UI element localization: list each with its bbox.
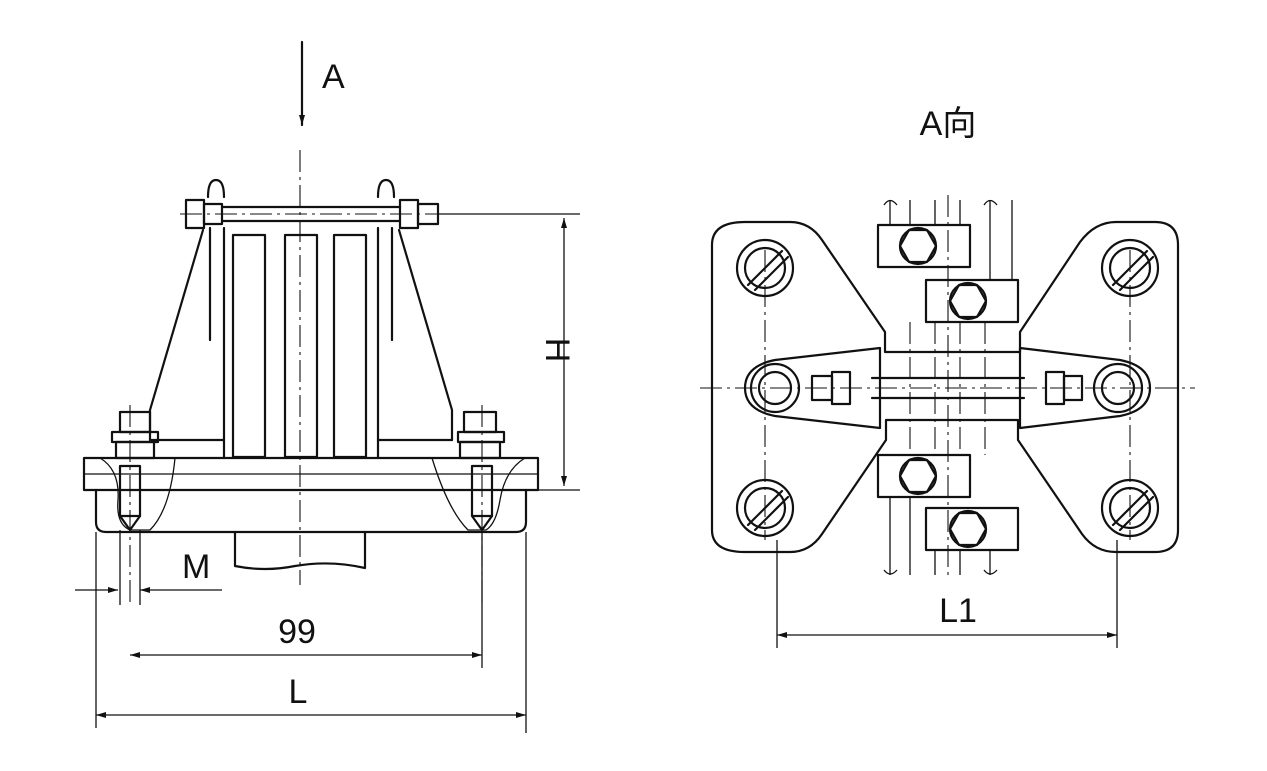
hole-spacing-dimension: 99 [130, 532, 483, 668]
corner-holes [735, 238, 1160, 538]
view-arrow-label: A [322, 58, 345, 96]
top-bolt [180, 198, 445, 230]
height-dimension-label: H [538, 338, 576, 363]
height-dimension: H [438, 213, 580, 491]
clamp-arms [206, 178, 396, 460]
top-view: A向 [700, 105, 1195, 648]
clamp-lobes [743, 346, 1152, 430]
front-view: A [75, 40, 580, 733]
l1-dimension: L1 [776, 540, 1118, 648]
bolt-dimension-label: M [182, 548, 210, 586]
left-mount-bolt [97, 405, 176, 605]
length-dimension: L [95, 532, 527, 733]
length-dimension-label: L [289, 673, 308, 711]
top-view-title: A向 [920, 105, 977, 143]
support-body [148, 228, 454, 442]
l1-dimension-label: L1 [939, 592, 977, 630]
hole-spacing-label: 99 [278, 613, 316, 651]
clamp-blocks [876, 223, 1020, 552]
bolt-dimension: M [75, 530, 222, 605]
conductor-lines [883, 199, 1013, 575]
right-mount-bolt [431, 405, 528, 605]
base-plate [82, 456, 540, 571]
base-plate-outline [710, 220, 1180, 554]
